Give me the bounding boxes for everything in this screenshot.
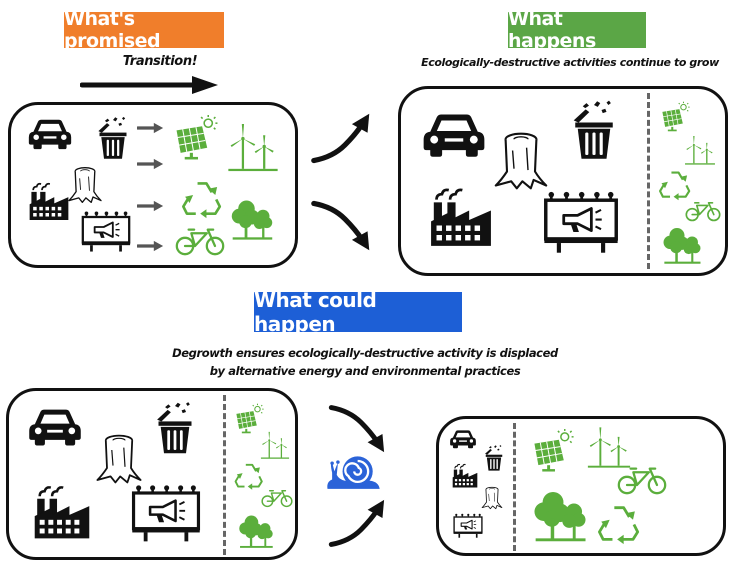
recycle-icon bbox=[657, 169, 693, 201]
tree-stump-icon bbox=[95, 431, 143, 487]
could-happen-result-panel bbox=[436, 416, 726, 556]
trash-can-icon bbox=[569, 97, 619, 163]
trash-can-icon bbox=[483, 443, 505, 473]
arrow-right-icon bbox=[137, 121, 165, 135]
curved-arrow-icon bbox=[310, 112, 380, 164]
divider-line bbox=[223, 395, 226, 555]
recycle-icon bbox=[179, 179, 225, 219]
promised-panel bbox=[8, 102, 298, 268]
tree-stump-icon bbox=[481, 485, 503, 511]
curved-arrow-icon bbox=[328, 404, 394, 454]
car-icon bbox=[421, 111, 487, 159]
could-happen-caption-line1: Degrowth ensures ecologically-destructiv… bbox=[172, 346, 558, 360]
billboard-icon bbox=[81, 211, 131, 253]
solar-panel-icon bbox=[659, 101, 693, 133]
arrow-right-icon bbox=[137, 239, 165, 253]
divider-line bbox=[647, 93, 650, 269]
billboard-icon bbox=[543, 191, 619, 255]
billboard-icon bbox=[131, 485, 201, 543]
curved-arrow-icon bbox=[328, 498, 394, 548]
trees-icon bbox=[229, 195, 275, 241]
bicycle-icon bbox=[261, 487, 293, 509]
arrow-right-icon bbox=[137, 157, 165, 171]
label-whats-promised: What's promised bbox=[64, 8, 224, 52]
trash-can-icon bbox=[153, 399, 197, 457]
trees-icon bbox=[237, 511, 275, 549]
tree-stump-icon bbox=[493, 129, 549, 193]
car-icon bbox=[27, 117, 73, 151]
wind-turbine-icon bbox=[225, 121, 281, 173]
factory-icon bbox=[427, 185, 495, 251]
factory-icon bbox=[27, 181, 71, 223]
bicycle-icon bbox=[617, 463, 667, 497]
wind-turbine-icon bbox=[259, 429, 291, 461]
label-what-could-happen: What could happen bbox=[254, 288, 462, 336]
label-what-happens: What happens bbox=[508, 8, 646, 52]
solar-panel-icon bbox=[171, 115, 223, 161]
tree-stump-icon bbox=[67, 165, 103, 205]
wind-turbine-icon bbox=[683, 133, 717, 167]
billboard-icon bbox=[453, 513, 483, 539]
happens-caption: Ecologically-destructive activities cont… bbox=[421, 56, 719, 69]
car-icon bbox=[449, 429, 477, 449]
factory-icon bbox=[451, 463, 479, 489]
could-happen-start-panel bbox=[6, 388, 298, 560]
solar-panel-icon bbox=[529, 429, 579, 473]
trash-can-icon bbox=[95, 115, 131, 161]
trees-icon bbox=[661, 223, 703, 265]
factory-icon bbox=[31, 483, 93, 543]
divider-line bbox=[513, 423, 516, 551]
bicycle-icon bbox=[175, 225, 225, 257]
curved-arrow-icon bbox=[310, 200, 380, 252]
recycle-icon bbox=[595, 503, 643, 545]
trees-icon bbox=[531, 485, 589, 543]
happens-panel bbox=[398, 86, 728, 276]
car-icon bbox=[27, 407, 83, 447]
snail-icon bbox=[324, 450, 382, 494]
could-happen-caption-line2: by alternative energy and environmental … bbox=[209, 364, 521, 378]
transition-arrow-icon bbox=[80, 75, 220, 95]
bicycle-icon bbox=[685, 199, 721, 223]
arrow-right-icon bbox=[137, 199, 165, 213]
transition-caption: Transition! bbox=[122, 54, 198, 69]
